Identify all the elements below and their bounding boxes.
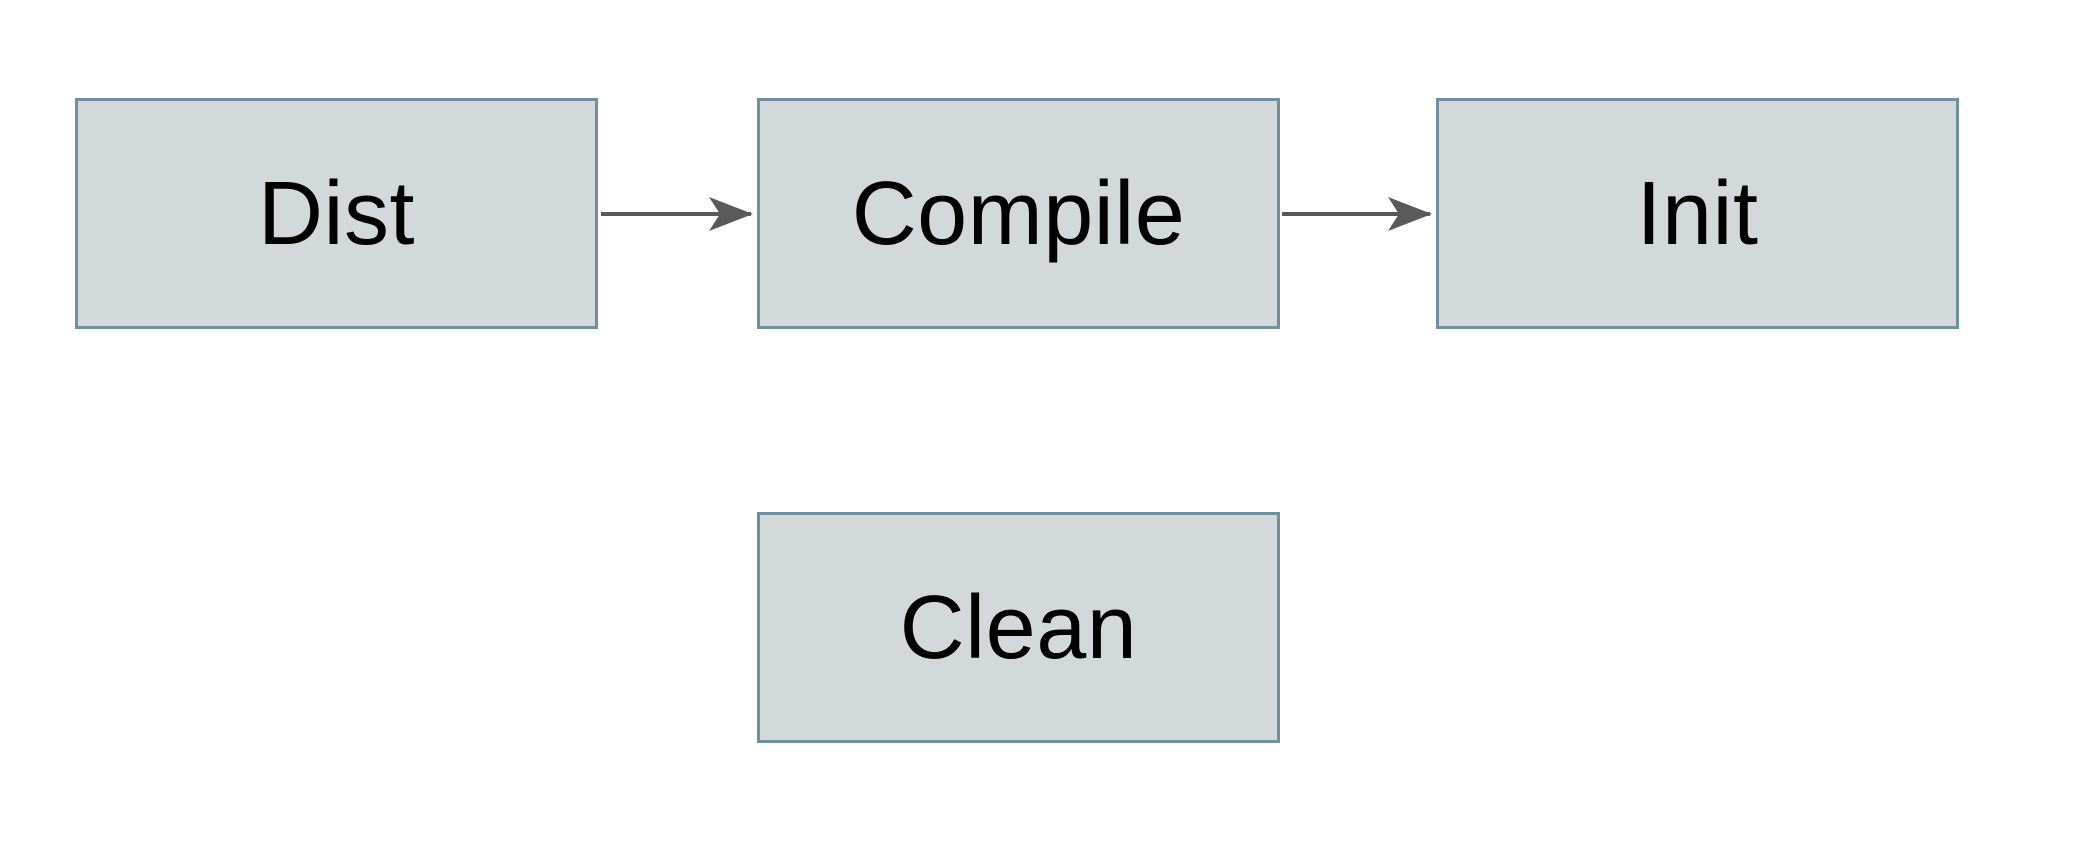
node-clean-label: Clean bbox=[899, 577, 1138, 678]
node-dist: Dist bbox=[75, 98, 598, 329]
node-dist-label: Dist bbox=[258, 163, 415, 264]
node-init-label: Init bbox=[1636, 163, 1759, 264]
node-init: Init bbox=[1436, 98, 1959, 329]
node-clean: Clean bbox=[757, 512, 1280, 743]
node-compile: Compile bbox=[757, 98, 1280, 329]
node-compile-label: Compile bbox=[851, 163, 1186, 264]
